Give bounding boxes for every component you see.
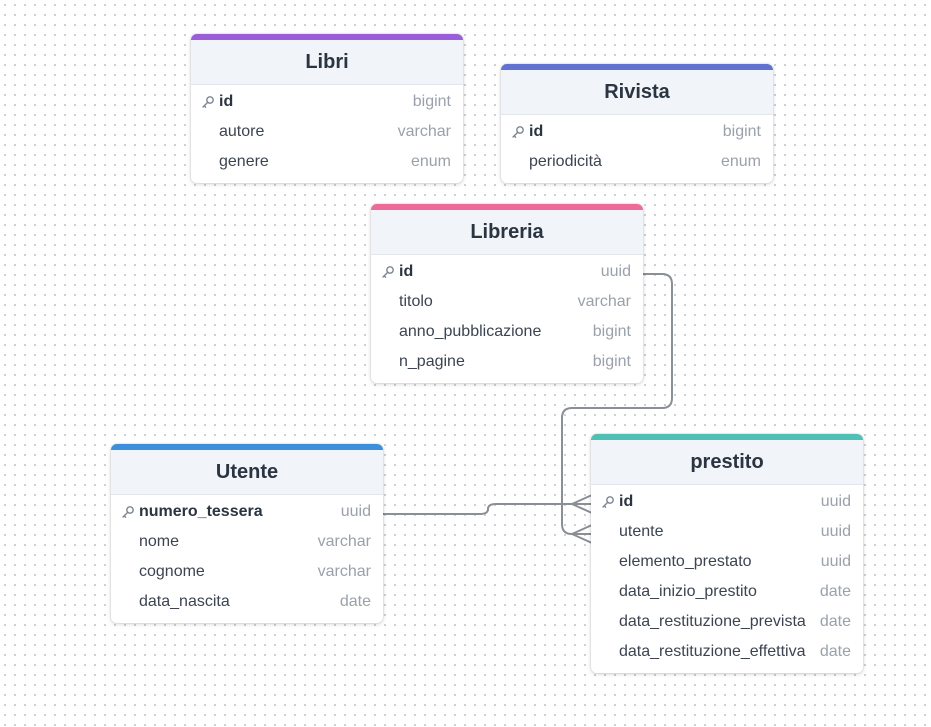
field-name: id [619,493,634,510]
field-name: n_pagine [399,353,465,370]
field-type: date [813,643,851,661]
field-name: nome [139,533,180,550]
field-row-id[interactable]: id uuid [591,487,863,517]
table-title[interactable]: prestito [591,440,863,485]
table-title[interactable]: Libreria [371,210,643,255]
field-row-anno-pubblicazione[interactable]: anno_pubblicazione bigint [371,317,643,347]
field-type: uuid [814,553,851,571]
field-name: data_restituzione_effettiva [619,643,806,660]
field-name: autore [219,123,265,140]
crowfoot-prestito-utente [571,524,593,544]
field-row-cognome[interactable]: cognome varchar [111,557,383,587]
table-title[interactable]: Utente [111,450,383,495]
primary-key-icon [511,125,525,139]
field-name: id [529,123,544,140]
field-row-n-pagine[interactable]: n_pagine bigint [371,347,643,377]
table-libri[interactable]: Libri id bigint autore varchar genere enum [191,34,463,183]
field-type: uuid [594,263,631,281]
field-type: varchar [311,563,371,581]
table-accent-bar [371,204,643,210]
field-row-data-restituzione-prevista[interactable]: data_restituzione_prevista date [591,607,863,637]
connector-utente-prestito[interactable] [382,503,592,515]
field-row-nome[interactable]: nome varchar [111,527,383,557]
field-name: genere [219,153,269,170]
crowfoot-prestito-id [571,494,593,514]
field-type: enum [714,153,761,171]
field-row-id[interactable]: id uuid [371,257,643,287]
field-name: anno_pubblicazione [399,323,542,340]
field-list: id bigint periodicità enum [501,115,773,183]
field-name: data_restituzione_prevista [619,613,806,630]
field-name: numero_tessera [139,503,263,520]
field-name: id [399,263,414,280]
field-name: elemento_prestato [619,553,752,570]
field-type: varchar [391,123,451,141]
table-accent-bar [191,34,463,40]
primary-key-icon [201,95,215,109]
field-list: numero_tessera uuid nome varchar cognome varc… [111,495,383,623]
table-accent-bar [591,434,863,440]
field-name: titolo [399,293,433,310]
table-libreria[interactable]: Libreria id uuid titolo varchar anno_pubblica… [371,204,643,383]
field-row-elemento-prestato[interactable]: elemento_prestato uuid [591,547,863,577]
field-type: date [813,583,851,601]
field-name: id [219,93,234,110]
field-row-autore[interactable]: autore varchar [191,117,463,147]
field-type: bigint [716,123,761,141]
field-type: bigint [586,353,631,371]
field-type: uuid [814,493,851,511]
field-row-genere[interactable]: genere enum [191,147,463,177]
field-row-titolo[interactable]: titolo varchar [371,287,643,317]
field-row-periodicit-[interactable]: periodicità enum [501,147,773,177]
field-name: data_inizio_prestito [619,583,757,600]
field-list: id uuid utente uuid elemento_prestato uuid dat… [591,485,863,673]
primary-key-icon [601,495,615,509]
field-name: utente [619,523,664,540]
field-row-utente[interactable]: utente uuid [591,517,863,547]
field-name: cognome [139,563,205,580]
field-type: varchar [311,533,371,551]
table-accent-bar [111,444,383,450]
field-type: varchar [571,293,631,311]
field-type: uuid [814,523,851,541]
table-accent-bar [501,64,773,70]
field-row-data-restituzione-effettiva[interactable]: data_restituzione_effettiva date [591,637,863,667]
field-type: date [813,613,851,631]
field-row-data-inizio-prestito[interactable]: data_inizio_prestito date [591,577,863,607]
field-type: bigint [586,323,631,341]
field-type: date [333,593,371,611]
field-list: id bigint autore varchar genere enum [191,85,463,183]
field-row-data-nascita[interactable]: data_nascita date [111,587,383,617]
field-row-numero-tessera[interactable]: numero_tessera uuid [111,497,383,527]
field-type: bigint [406,93,451,111]
field-type: enum [404,153,451,171]
table-title[interactable]: Libri [191,40,463,85]
field-name: data_nascita [139,593,230,610]
primary-key-icon [121,505,135,519]
field-row-id[interactable]: id bigint [191,87,463,117]
primary-key-icon [381,265,395,279]
table-rivista[interactable]: Rivista id bigint periodicità enum [501,64,773,183]
field-type: uuid [334,503,371,521]
field-name: periodicità [529,153,602,170]
table-title[interactable]: Rivista [501,70,773,115]
field-row-id[interactable]: id bigint [501,117,773,147]
